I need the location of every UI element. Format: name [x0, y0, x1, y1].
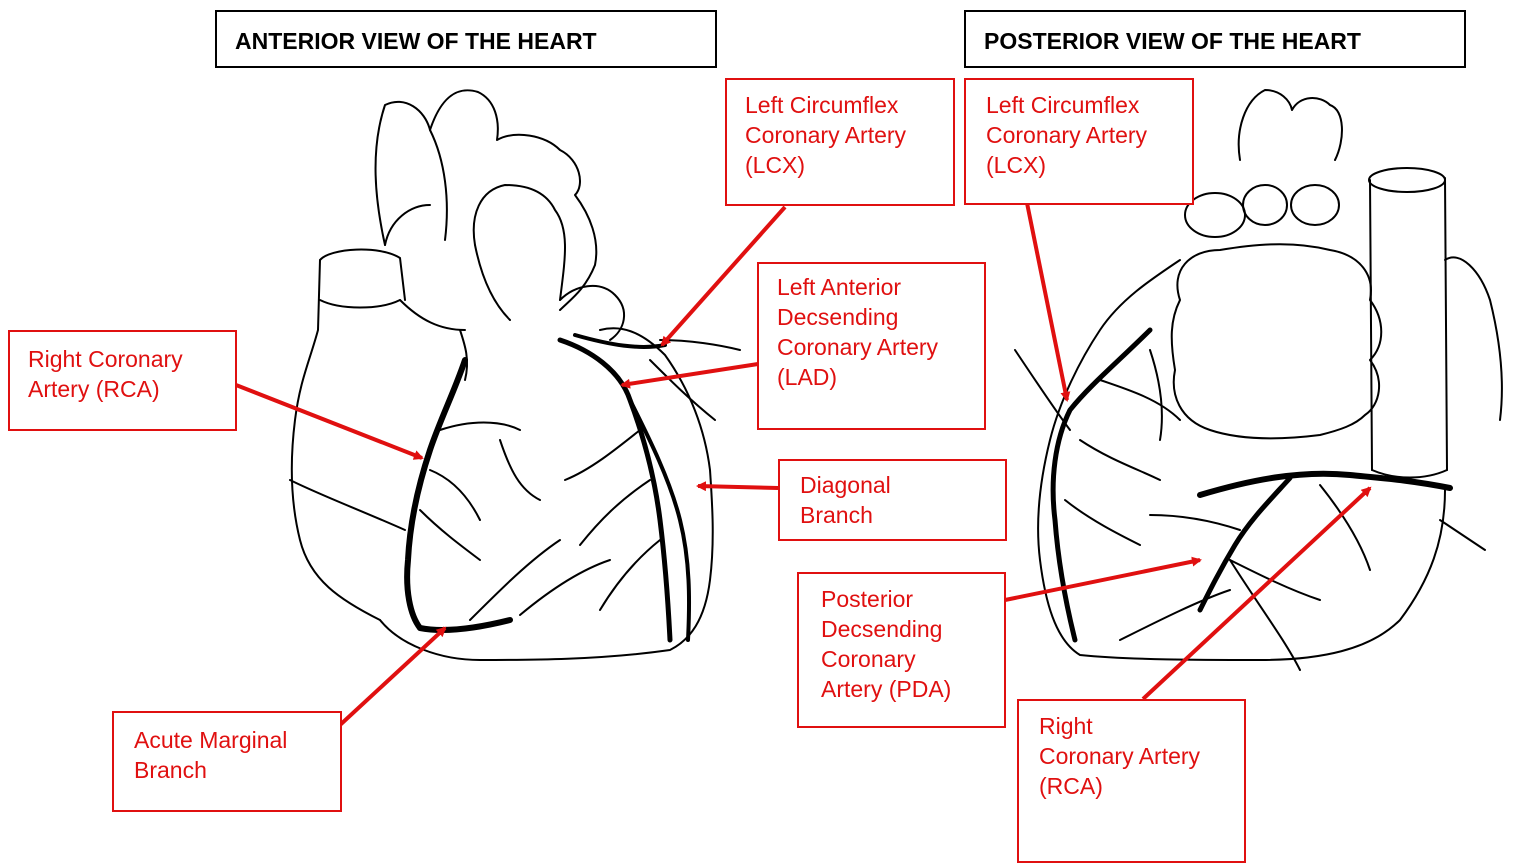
arrow-lcx-posterior [1027, 203, 1067, 400]
arrow-rca-posterior [1143, 488, 1370, 699]
label-rca-posterior: Right Coronary Artery (RCA) [1017, 699, 1246, 863]
label-lcx-posterior: Left Circumflex Coronary Artery (LCX) [964, 78, 1194, 205]
label-lcx-anterior: Left Circumflex Coronary Artery (LCX) [725, 78, 955, 206]
label-rca-anterior: Right Coronary Artery (RCA) [8, 330, 237, 431]
label-pda: Posterior Decsending Coronary Artery (PD… [797, 572, 1006, 728]
label-lad: Left Anterior Decsending Coronary Artery… [757, 262, 986, 430]
anterior-view-title: ANTERIOR VIEW OF THE HEART [215, 10, 717, 68]
label-acute-marginal: Acute Marginal Branch [112, 711, 342, 812]
arrow-lad [622, 364, 758, 385]
posterior-view-title: POSTERIOR VIEW OF THE HEART [964, 10, 1466, 68]
arrow-rca-anterior [236, 385, 422, 458]
arrow-acute-marginal [340, 628, 445, 725]
arrow-pda [1005, 560, 1200, 600]
label-diagonal: Diagonal Branch [778, 459, 1007, 541]
anterior-heart-illustration [290, 90, 740, 660]
arrow-diagonal [698, 486, 778, 488]
